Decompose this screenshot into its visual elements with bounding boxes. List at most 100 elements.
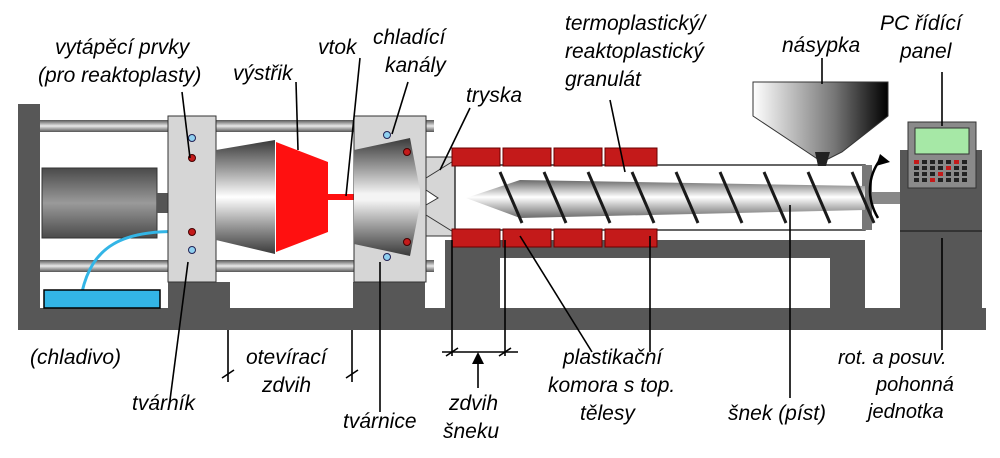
- screw-flight: [718, 171, 744, 224]
- pc-key: [946, 172, 951, 176]
- pc-key: [962, 178, 967, 182]
- fixed-platen-base: [353, 282, 425, 308]
- screw-shaft: [466, 180, 865, 218]
- pc-key: [962, 166, 967, 170]
- pc-key: [946, 166, 951, 170]
- nozzle-tip-line: [425, 214, 456, 234]
- heater-band: [553, 147, 603, 167]
- heater-band: [502, 228, 552, 248]
- heater-band: [553, 228, 603, 248]
- screw-flight: [850, 171, 876, 224]
- clamp-cylinder: [41, 167, 158, 239]
- tie-bar-bottom: [40, 260, 434, 272]
- opening-stroke-tick: [221, 369, 235, 379]
- pc-key: [922, 172, 927, 176]
- label-granulate: termoplastický/: [565, 12, 707, 35]
- heater-band: [451, 147, 501, 167]
- label-granulate: reaktoplastický: [565, 40, 705, 63]
- label-heating-elements: vytápěcí prvky: [55, 36, 191, 59]
- injection-bed-opening: [500, 258, 830, 308]
- pc-key: [954, 178, 959, 182]
- heater-port: [403, 238, 411, 246]
- pc-key: [938, 178, 943, 182]
- label-plasticizing-chamber: tělesy: [580, 402, 636, 425]
- cooling-port: [383, 253, 391, 261]
- pc-key: [962, 172, 967, 176]
- label-moulding: výstřik: [233, 62, 294, 85]
- label-plasticizing-chamber: plastikační: [562, 346, 664, 369]
- screw-flight: [806, 171, 832, 224]
- label-cooling-channels: chladící: [373, 26, 448, 49]
- pc-key: [930, 178, 935, 182]
- pc-key: [930, 166, 935, 170]
- screw-flight: [586, 171, 612, 224]
- label-mould-half-fixed: tvárnice: [343, 410, 417, 433]
- hopper-throat: [815, 152, 830, 166]
- pc-key: [930, 160, 935, 164]
- label-screw-stroke: zdvih: [448, 392, 498, 415]
- heater-band: [604, 228, 658, 248]
- hopper: [752, 81, 889, 163]
- heater-bands-top: [451, 147, 658, 167]
- pc-key: [954, 160, 959, 164]
- pc-key: [922, 166, 927, 170]
- drive-shaft: [872, 192, 900, 204]
- pc-key: [930, 172, 935, 176]
- heater-band: [502, 147, 552, 167]
- tie-bar-top: [40, 120, 434, 132]
- label-drive-unit: jednotka: [865, 401, 944, 423]
- drive-unit-divider: [900, 230, 982, 232]
- label-sprue: vtok: [318, 36, 358, 59]
- label-screw: šnek (píst): [728, 402, 826, 425]
- moulded-part: [276, 142, 328, 252]
- label-opening-stroke: zdvih: [261, 374, 311, 397]
- heater-band: [451, 228, 501, 248]
- label-hopper: násypka: [782, 34, 860, 57]
- label-pc-panel: PC řídící: [880, 12, 964, 35]
- label-drive-unit: rot. a posuv.: [838, 347, 947, 369]
- pc-key: [946, 178, 951, 182]
- pc-key: [914, 166, 919, 170]
- pc-key: [914, 172, 919, 176]
- leader-granulate: [609, 99, 626, 173]
- cooling-port: [188, 134, 196, 142]
- screw-flights: [498, 171, 876, 224]
- sprue-bush: [354, 194, 420, 200]
- screw-flight: [498, 171, 524, 224]
- pc-key: [954, 166, 959, 170]
- heater-band: [604, 147, 658, 167]
- label-opening-stroke: otevírací: [246, 346, 329, 369]
- pc-key: [938, 172, 943, 176]
- leader-mould-half-moving: [169, 261, 189, 401]
- screw-flight: [762, 171, 788, 224]
- label-pc-panel: panel: [899, 40, 953, 63]
- label-granulate: granulát: [565, 68, 642, 91]
- left-end-plate: [18, 104, 40, 330]
- pc-key: [914, 160, 919, 164]
- heater-bands-bottom: [451, 228, 658, 248]
- pc-key: [922, 160, 927, 164]
- label-screw-stroke: šneku: [443, 420, 499, 443]
- screw-stroke-tick: [445, 347, 459, 357]
- leader-plasticizing-chamber: [519, 235, 593, 353]
- pc-key: [954, 172, 959, 176]
- leader-heating-elements: [181, 91, 191, 159]
- pc-screen: [914, 127, 970, 155]
- machine-base: [18, 308, 986, 330]
- label-cooling-channels: kanály: [385, 54, 447, 77]
- leader-cooling-channels: [391, 81, 409, 135]
- up-arrow-head: [472, 352, 484, 364]
- pc-keypad: [914, 160, 967, 182]
- rotation-arrow-head: [876, 154, 890, 166]
- pc-key: [946, 160, 951, 164]
- heater-port: [403, 148, 411, 156]
- pc-key: [938, 160, 943, 164]
- pc-key: [938, 166, 943, 170]
- label-heating-elements: (pro reaktoplasty): [38, 64, 201, 87]
- moving-platen-base: [168, 282, 230, 308]
- leader-moulding: [295, 81, 299, 151]
- opening-stroke-tick: [345, 369, 359, 379]
- moving-mould-cone: [216, 140, 275, 254]
- cooling-port: [383, 131, 391, 139]
